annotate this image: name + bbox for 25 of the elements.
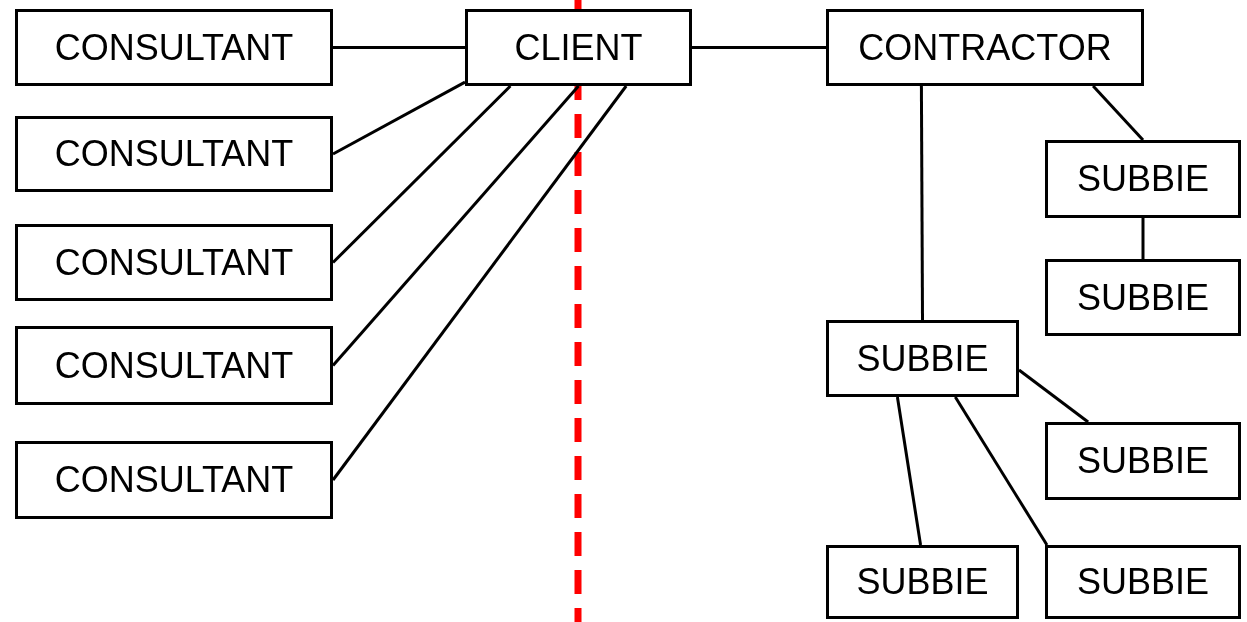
role-box: SUBBIE [1045,545,1241,619]
role-box: CLIENT [465,9,692,86]
role-box: SUBBIE [1045,140,1241,218]
connector-line [919,86,924,320]
connector-line [895,396,923,546]
connector-line [1018,368,1090,424]
role-box: CONTRACTOR [826,9,1144,86]
role-box: CONSULTANT [15,116,333,192]
role-box: SUBBIE [826,320,1019,397]
connector-line [331,84,512,264]
connector-line [1141,218,1145,259]
connector-line [331,85,628,481]
connector-line [333,46,465,49]
connector-line [331,85,580,367]
role-box: CONSULTANT [15,326,333,405]
role-box: SUBBIE [1045,259,1241,336]
role-box: CONSULTANT [15,224,333,301]
connector-line [1092,85,1145,141]
role-box: SUBBIE [1045,422,1241,500]
connector-line [332,80,466,156]
connector-line [954,396,1049,546]
role-box: CONSULTANT [15,441,333,519]
role-box: CONSULTANT [15,9,333,86]
role-box: SUBBIE [826,545,1019,619]
connector-line [692,46,826,49]
